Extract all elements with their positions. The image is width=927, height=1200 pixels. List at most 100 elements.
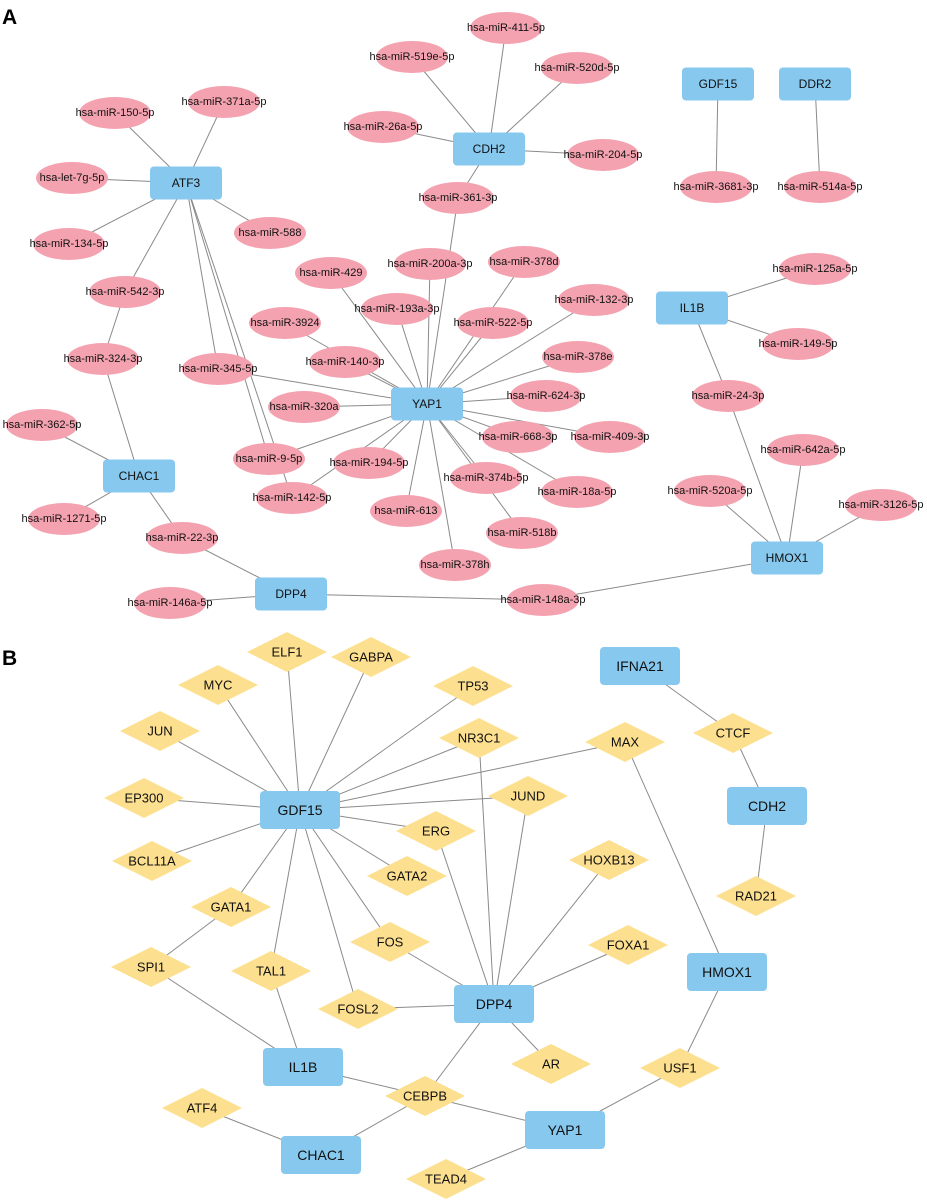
- tf-node-tp53[interactable]: TP53: [433, 666, 513, 706]
- gene-node-cdh2[interactable]: CDH2: [727, 787, 807, 825]
- mirna-node-m3126[interactable]: hsa-miR-3126-5p: [839, 489, 924, 521]
- tf-node-usf1[interactable]: USF1: [640, 1048, 720, 1088]
- tf-node-hoxb13[interactable]: HOXB13: [569, 840, 649, 880]
- mirna-node-m371a[interactable]: hsa-miR-371a-5p: [182, 86, 267, 118]
- tf-node-cebpb[interactable]: CEBPB: [385, 1076, 465, 1116]
- tf-node-fos[interactable]: FOS: [350, 922, 430, 962]
- tf-node-jun[interactable]: JUN: [120, 711, 200, 751]
- tf-node-jund[interactable]: JUND: [488, 776, 568, 816]
- tf-node-spi1[interactable]: SPI1: [111, 947, 191, 987]
- mirna-node-m9[interactable]: hsa-miR-9-5p: [233, 443, 305, 475]
- edge-a-m613-yap1: [405, 403, 428, 512]
- gene-node-dpp4[interactable]: DPP4: [454, 985, 534, 1023]
- gene-node-yap1[interactable]: YAP1: [525, 1111, 605, 1149]
- tf-node-erg[interactable]: ERG: [396, 811, 476, 851]
- tf-node-tead4[interactable]: TEAD4: [406, 1159, 486, 1199]
- mirna-node-m345[interactable]: hsa-miR-345-5p: [179, 353, 258, 385]
- node-label-rad21: RAD21: [735, 889, 777, 904]
- mirna-node-m520a[interactable]: hsa-miR-520a-5p: [668, 475, 753, 507]
- gene-node-hmox1[interactable]: HMOX1: [751, 541, 823, 575]
- mirna-node-m193a[interactable]: hsa-miR-193a-3p: [355, 293, 440, 325]
- gene-node-dpp4[interactable]: DPP4: [255, 577, 327, 611]
- gene-node-atf3[interactable]: ATF3: [150, 166, 222, 200]
- mirna-node-m204[interactable]: hsa-miR-204-5p: [564, 139, 643, 171]
- mirna-node-let7g[interactable]: hsa-let-7g-5p: [36, 162, 108, 194]
- mirna-ellipse: [541, 52, 613, 84]
- mirna-node-m518b[interactable]: hsa-miR-518b: [486, 517, 558, 549]
- mirna-node-m140[interactable]: hsa-miR-140-3p: [306, 346, 385, 378]
- mirna-node-m362[interactable]: hsa-miR-362-5p: [3, 409, 82, 441]
- mirna-node-m149[interactable]: hsa-miR-149-5p: [759, 328, 838, 360]
- mirna-node-m18a[interactable]: hsa-miR-18a-5p: [538, 476, 617, 508]
- tf-node-tal1[interactable]: TAL1: [231, 951, 311, 991]
- gene-node-ddr2[interactable]: DDR2: [779, 67, 851, 101]
- gene-node-hmox1[interactable]: HMOX1: [687, 953, 767, 991]
- mirna-node-m378e[interactable]: hsa-miR-378e: [542, 341, 614, 373]
- mirna-node-m542[interactable]: hsa-miR-542-3p: [86, 276, 165, 308]
- tf-node-gata2[interactable]: GATA2: [367, 856, 447, 896]
- mirna-node-m194[interactable]: hsa-miR-194-5p: [330, 447, 409, 479]
- mirna-node-m1271[interactable]: hsa-miR-1271-5p: [22, 503, 107, 535]
- mirna-node-m26a[interactable]: hsa-miR-26a-5p: [344, 111, 423, 143]
- gene-node-il1b[interactable]: IL1B: [263, 1048, 343, 1086]
- gene-node-gdf15[interactable]: GDF15: [682, 67, 754, 101]
- mirna-node-m520d[interactable]: hsa-miR-520d-5p: [535, 52, 620, 84]
- gene-node-cdh2[interactable]: CDH2: [453, 132, 525, 166]
- mirna-node-m134[interactable]: hsa-miR-134-5p: [30, 228, 109, 260]
- mirna-node-m200a[interactable]: hsa-miR-200a-3p: [388, 248, 473, 280]
- mirna-node-m22[interactable]: hsa-miR-22-3p: [146, 522, 219, 554]
- gene-node-ifna21[interactable]: IFNA21: [600, 647, 680, 685]
- tf-node-fosl2[interactable]: FOSL2: [318, 989, 398, 1029]
- mirna-node-m624[interactable]: hsa-miR-624-3p: [507, 380, 586, 412]
- mirna-node-m148a[interactable]: hsa-miR-148a-3p: [501, 584, 586, 616]
- mirna-node-m3681[interactable]: hsa-miR-3681-3p: [674, 171, 759, 203]
- mirna-node-m409[interactable]: hsa-miR-409-3p: [571, 421, 650, 453]
- gene-node-yap1[interactable]: YAP1: [391, 387, 463, 421]
- gene-node-il1b[interactable]: IL1B: [656, 291, 728, 325]
- mirna-node-m24[interactable]: hsa-miR-24-3p: [692, 380, 765, 412]
- tf-node-foxa1[interactable]: FOXA1: [588, 925, 668, 965]
- tf-node-elf1[interactable]: ELF1: [247, 632, 327, 672]
- tf-node-myc[interactable]: MYC: [178, 665, 258, 705]
- gene-node-gdf15[interactable]: GDF15: [260, 791, 340, 829]
- mirna-node-m3924[interactable]: hsa-miR-3924: [249, 307, 321, 339]
- node-label-m26a: hsa-miR-26a-5p: [344, 121, 423, 133]
- tf-node-gata1[interactable]: GATA1: [191, 887, 271, 927]
- mirna-node-m125a[interactable]: hsa-miR-125a-5p: [773, 253, 858, 285]
- gene-node-chac1[interactable]: CHAC1: [281, 1136, 361, 1174]
- mirna-node-m519e[interactable]: hsa-miR-519e-5p: [370, 41, 455, 73]
- tf-node-ep300[interactable]: EP300: [104, 778, 184, 818]
- mirna-node-m613[interactable]: hsa-miR-613: [370, 495, 442, 527]
- mirna-node-m324[interactable]: hsa-miR-324-3p: [64, 343, 143, 375]
- mirna-node-m429[interactable]: hsa-miR-429: [295, 257, 367, 289]
- mirna-node-m150[interactable]: hsa-miR-150-5p: [76, 97, 155, 129]
- tf-node-atf4[interactable]: ATF4: [162, 1088, 242, 1128]
- tf-node-nr3c1[interactable]: NR3C1: [439, 718, 519, 758]
- mirna-node-m514a[interactable]: hsa-miR-514a-5p: [778, 171, 863, 203]
- tf-node-ar[interactable]: AR: [511, 1044, 591, 1084]
- mirna-node-m378d[interactable]: hsa-miR-378d: [488, 246, 560, 278]
- node-label-m520d: hsa-miR-520d-5p: [535, 62, 620, 74]
- tf-node-max[interactable]: MAX: [585, 722, 665, 762]
- mirna-node-m588[interactable]: hsa-miR-588: [234, 217, 306, 249]
- mirna-node-m668[interactable]: hsa-miR-668-3p: [479, 421, 558, 453]
- tf-diamond: [585, 722, 665, 762]
- tf-diamond: [488, 776, 568, 816]
- mirna-node-m378h[interactable]: hsa-miR-378h: [419, 549, 491, 581]
- tf-node-bcl11a[interactable]: BCL11A: [112, 841, 192, 881]
- mirna-node-m146a[interactable]: hsa-miR-146a-5p: [128, 587, 213, 619]
- mirna-node-m411[interactable]: hsa-miR-411-5p: [467, 12, 545, 44]
- mirna-node-m132[interactable]: hsa-miR-132-3p: [555, 284, 634, 316]
- edge-a-ddr2-m514a: [814, 83, 821, 188]
- tf-node-rad21[interactable]: RAD21: [716, 876, 796, 916]
- mirna-node-m374b[interactable]: hsa-miR-374b-5p: [444, 462, 529, 494]
- mirna-node-m320a[interactable]: hsa-miR-320a: [268, 391, 340, 423]
- mirna-node-m361[interactable]: hsa-miR-361-3p: [419, 182, 498, 214]
- mirna-node-m142[interactable]: hsa-miR-142-5p: [253, 482, 332, 514]
- mirna-node-m642a[interactable]: hsa-miR-642a-5p: [761, 434, 846, 466]
- tf-node-ctcf[interactable]: CTCF: [693, 713, 773, 753]
- tf-diamond: [569, 840, 649, 880]
- tf-node-gabpa[interactable]: GABPA: [331, 637, 411, 677]
- mirna-node-m522[interactable]: hsa-miR-522-5p: [454, 307, 533, 339]
- gene-node-chac1[interactable]: CHAC1: [103, 459, 175, 493]
